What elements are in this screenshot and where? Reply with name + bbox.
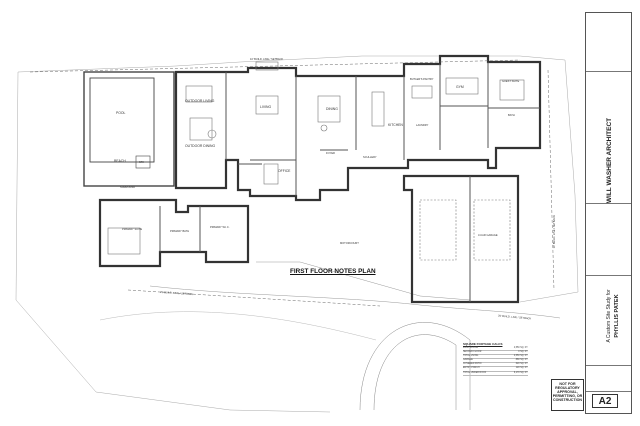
room-label-butlers-pantry: BUTLER'S PANTRY — [410, 78, 434, 81]
room-label-bath: BATH — [508, 114, 515, 117]
sheet-number: A2 — [592, 394, 618, 408]
room-label-surround: SURROUND — [120, 186, 135, 189]
interior-walls — [159, 62, 540, 302]
room-label-laundry: LAUNDRY — [416, 124, 429, 127]
project-line-2: PHYLLIS PATEK — [614, 294, 620, 338]
room-label-office: OFFICE — [278, 169, 291, 173]
room-label-pool: POOL — [116, 111, 126, 115]
room-label-primary-bath: PRIMARY BATH — [170, 230, 190, 233]
room-label-beach: BEACH — [114, 159, 126, 163]
room-label-outdoor-dining: OUTDOOR DINING — [185, 144, 216, 148]
room-label-outdoor-living: OUTDOOR LIVING — [185, 99, 215, 103]
room-label-motorcourt: MOTORCOURT — [340, 242, 359, 245]
room-label-kitchen: KITCHEN — [388, 123, 403, 127]
setback-label-top: 10' BUILD. LINE / SETBACK — [250, 58, 284, 61]
room-label-primary-suite: PRIMARY SUITE — [122, 228, 143, 231]
title-block: WILL WASHER ARCHITECT A Custom Site Stud… — [585, 12, 632, 414]
room-label-scullery: SCULLERY — [363, 156, 377, 159]
sqft-table-title: SQUARE FOOTAGE CALCS — [463, 342, 503, 346]
room-label-spa: SPA — [139, 161, 144, 164]
room-label-garage: 3-CAR GARAGE — [478, 234, 498, 237]
room-label-guest-suite: GUEST SUITE — [502, 80, 520, 83]
room-label-foyer: FOYER — [326, 152, 335, 155]
setback-label-right: 10' BUILD. LINE / SETBACK — [552, 215, 556, 249]
site-lines — [15, 55, 579, 413]
pool-area — [83, 71, 175, 187]
room-label-primary-wic: PRIMARY W.I.C. — [210, 226, 230, 229]
room-label-gym: GYM — [456, 85, 464, 89]
drawing-title: FIRST FLOOR NOTES PLAN — [290, 268, 376, 275]
room-label-dining: DINING — [326, 107, 338, 111]
room-label-living: LIVING — [260, 105, 272, 109]
regulatory-notice: NOT FOR REGULATORY APPROVAL, PERMITTING,… — [551, 379, 584, 411]
setback-lines — [29, 59, 555, 307]
project-line-1: A Custom Site Study for — [606, 289, 612, 343]
furniture — [107, 61, 525, 261]
architect-name: WILL WASHER ARCHITECT — [606, 117, 613, 204]
house-walls — [98, 54, 542, 304]
